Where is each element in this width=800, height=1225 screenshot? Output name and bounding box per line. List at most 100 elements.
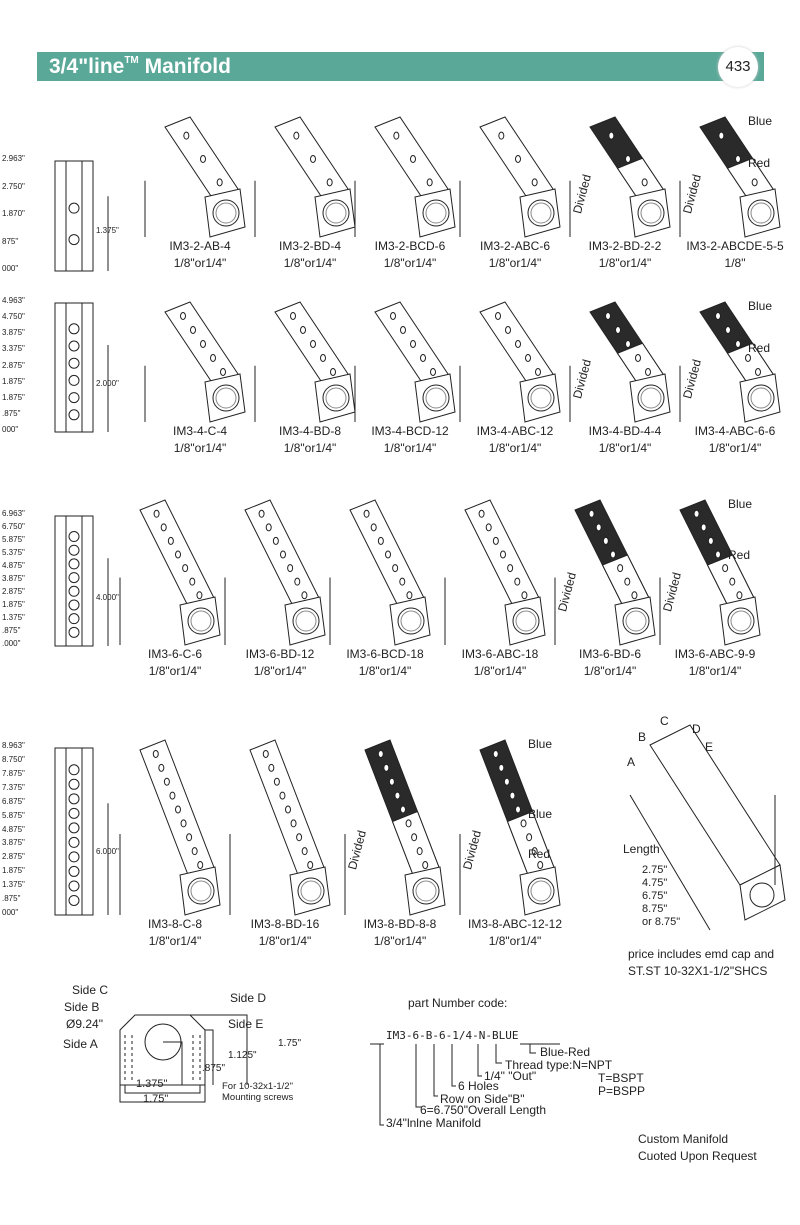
- part-number: IM3-6-C-6: [147, 647, 202, 661]
- blue-label: Blue: [748, 114, 773, 128]
- manifold-drawing: [119, 739, 221, 916]
- thread-size: 1/8"or1/4": [173, 256, 227, 270]
- dimension-diagram: [54, 515, 109, 647]
- dimension-label: 3.875": [2, 328, 25, 338]
- code-holes: 6 Holes: [458, 1079, 499, 1093]
- manifold-drawing: [569, 301, 671, 423]
- part-number: IM3-6-BD-6: [578, 647, 641, 661]
- dimension-label: 3.375": [2, 344, 25, 354]
- part-code: IM3-6-B-6-1/4-N-BLUE: [386, 1029, 519, 1042]
- dimension-label: 1.875": [2, 866, 25, 876]
- dimension-label: 2.750": [2, 181, 25, 191]
- manifold-drawing: [254, 301, 356, 423]
- part-number: IM3-8-BD-8-8: [363, 917, 437, 931]
- manifold-drawing: [229, 739, 331, 916]
- dimension-label: 2.875": [2, 360, 25, 370]
- dimension-label: 000": [2, 908, 19, 917]
- length-diagram: [629, 724, 786, 931]
- dimension-label: 1.875": [2, 376, 25, 386]
- blue-label: Blue: [748, 299, 773, 313]
- thread-size: 1/8": [724, 256, 746, 270]
- screws-note: For 10-32x1-1/2"Mounting screws: [222, 1081, 294, 1103]
- manifold-drawing: [254, 116, 356, 238]
- dimension-label: 1.870": [2, 209, 25, 218]
- dimension-label: 3.875": [2, 574, 25, 583]
- manifold-drawing: [679, 301, 781, 423]
- side-d-label: Side D: [230, 991, 267, 1005]
- dimension-label: .000": [2, 639, 21, 648]
- red-label: Red: [528, 846, 551, 861]
- part-number: IM3-6-BCD-18: [346, 647, 424, 661]
- manifold-drawing: [119, 499, 221, 646]
- dim-875: .875": [202, 1063, 226, 1074]
- dimension-label: 7.375": [2, 782, 25, 792]
- dimension-diagram: [54, 160, 109, 272]
- code-row: Row on Side"B": [440, 1092, 525, 1106]
- dimension-label: 1.875": [2, 600, 25, 609]
- side-c-label: Side C: [72, 983, 109, 997]
- dim-1125: 1.125": [228, 1050, 257, 1061]
- code-length: 6=6.750"Overall Length: [420, 1103, 547, 1117]
- blue-label: Blue: [728, 497, 753, 511]
- side-label-b: B: [638, 730, 647, 744]
- part-number: IM3-6-ABC-18: [461, 647, 539, 661]
- dimension-label: 4.750": [2, 312, 25, 322]
- code-bspp: P=BSPP: [598, 1084, 646, 1098]
- side-label-d: D: [692, 722, 701, 736]
- code-inline: 3/4"lnlne Manifold: [386, 1116, 481, 1130]
- dimension-label: 1.375": [2, 880, 25, 890]
- dimension-diagram: [54, 302, 109, 433]
- part-number: IM3-2-ABC-6: [479, 239, 550, 253]
- diameter-label: Ø9.24": [66, 1017, 103, 1031]
- span-dimension: 1.375": [96, 225, 119, 235]
- span-dimension: 6.000": [96, 847, 119, 856]
- thread-size: 1/8"or1/4": [473, 664, 527, 678]
- manifold-drawing: [354, 116, 456, 238]
- manifold-drawing: [144, 116, 246, 238]
- dimension-label: 8.963": [2, 741, 25, 750]
- dimension-label: 6.750": [2, 522, 25, 531]
- dimension-label: 1.375": [2, 613, 25, 622]
- thread-size: 1/8"or1/4": [373, 934, 427, 948]
- part-number: IM3-6-ABC-9-9: [674, 647, 756, 661]
- part-number: IM3-8-BD-16: [250, 917, 320, 931]
- page-number: 433: [718, 47, 758, 87]
- manifold-drawing: [224, 499, 326, 646]
- height-dim: 1.75": [278, 1038, 302, 1049]
- dimension-label: 2.875": [2, 852, 25, 862]
- manifold-drawing: [554, 499, 656, 646]
- thread-size: 1/8"or1/4": [708, 441, 762, 455]
- part-number: IM3-2-ABCDE-5-5: [686, 239, 784, 253]
- dimension-label: 4.963": [2, 296, 25, 305]
- thread-size: 1/8"or1/4": [148, 664, 202, 678]
- dimension-label: 5.875": [2, 810, 25, 820]
- side-label-a: A: [627, 755, 636, 769]
- thread-size: 1/8"or1/4": [173, 441, 227, 455]
- dimension-label: 2.875": [2, 587, 25, 596]
- side-e-label: Side E: [228, 1017, 264, 1031]
- manifold-drawing: [329, 499, 431, 646]
- side-a-label: Side A: [63, 1037, 98, 1051]
- product-im3-6-c-6: IM3-6-C-6 1/8"or1/4": [119, 495, 230, 685]
- part-code-title: part Number code:: [408, 996, 508, 1010]
- dimension-label: 5.875": [2, 535, 25, 544]
- side-b-label: Side B: [64, 1000, 100, 1014]
- manifold-drawing: [354, 301, 456, 423]
- manifold-drawing: [459, 739, 561, 916]
- code-thread-type: Thread type:N=NPT: [505, 1058, 613, 1072]
- dimension-label: .875": [2, 626, 21, 635]
- thread-size: 1/8"or1/4": [253, 664, 307, 678]
- page-title: 3/4"lineTM Manifold: [49, 55, 231, 78]
- dimension-label: 5.375": [2, 548, 25, 557]
